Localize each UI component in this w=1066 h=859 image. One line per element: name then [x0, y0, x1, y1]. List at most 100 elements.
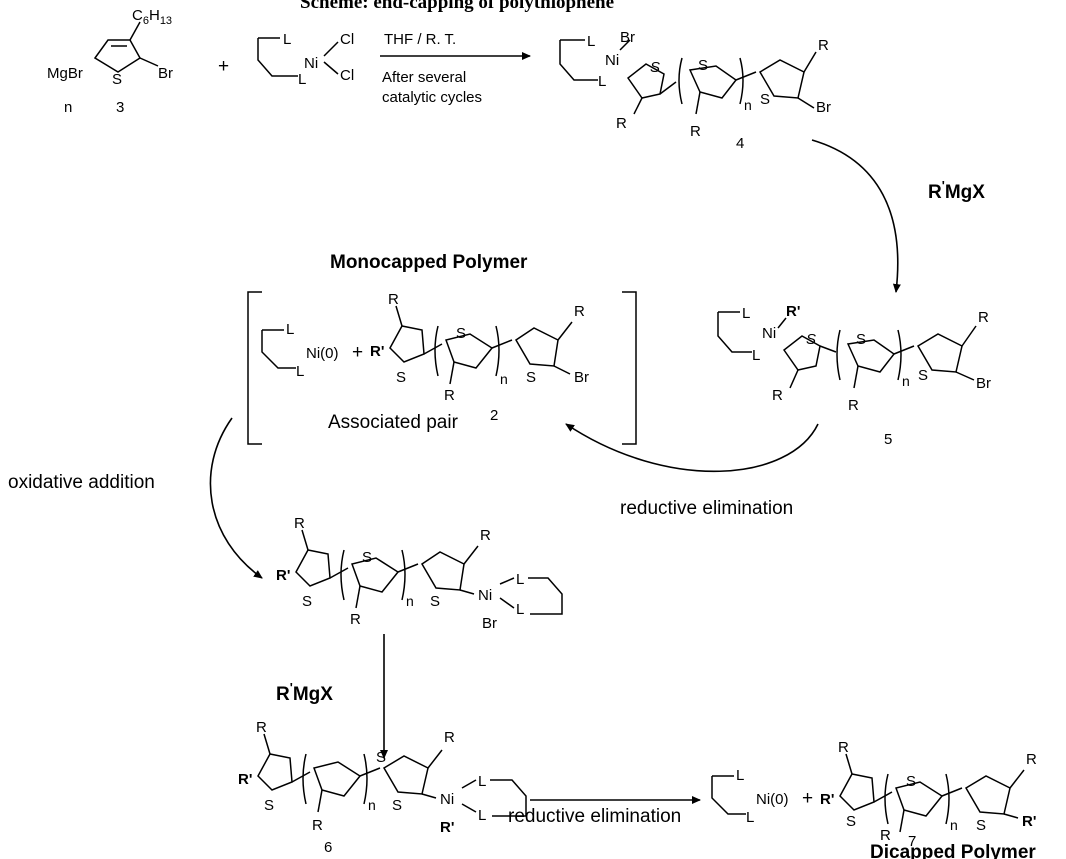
svg-text:R: R [690, 123, 701, 140]
svg-text:L: L [283, 31, 291, 48]
svg-text:R': R' [786, 303, 800, 320]
svg-text:L: L [478, 773, 486, 790]
svg-text:Br: Br [482, 615, 497, 632]
svg-text:Br: Br [574, 369, 589, 386]
svg-text:L: L [516, 571, 524, 588]
note-line-2: catalytic cycles [382, 89, 482, 106]
svg-text:S: S [846, 813, 856, 830]
svg-text:R': R' [820, 791, 834, 808]
svg-text:R: R [480, 527, 491, 544]
svg-text:R': R' [276, 567, 290, 584]
svg-text:R: R [294, 515, 305, 532]
ni-label: Ni [304, 55, 318, 72]
svg-text:R: R [818, 37, 829, 54]
ni-catalyst: L L Ni Cl Cl [257, 31, 354, 88]
svg-text:S: S [456, 325, 466, 342]
svg-text:Br: Br [620, 29, 635, 46]
svg-text:R: R [848, 397, 859, 414]
svg-text:S: S [396, 369, 406, 386]
svg-text:R: R [838, 739, 849, 756]
svg-text:S: S [526, 369, 536, 386]
svg-text:n: n [368, 797, 376, 813]
oxidative-addition-product: R' S R S R n S R Ni Br L L [276, 515, 563, 632]
svg-text:R': R' [1022, 813, 1036, 830]
svg-text:Ni: Ni [762, 325, 776, 342]
arrow-oxidative-addition [209, 417, 263, 579]
mgbr-label: MgBr [47, 65, 83, 82]
svg-text:L: L [598, 73, 606, 90]
grignard-reagent-2: R'MgX [276, 680, 333, 705]
svg-text:R: R [388, 291, 399, 308]
compound-number-3: 3 [116, 99, 124, 116]
svg-text:R: R [880, 827, 891, 844]
svg-text:Ni: Ni [440, 791, 454, 808]
svg-text:S: S [806, 331, 816, 348]
svg-text:L: L [736, 767, 744, 784]
s-label: S [112, 71, 122, 88]
ni0-fragment-bracket: L L Ni(0) + [261, 321, 363, 380]
reaction-arrow-1: THF / R. T. After several catalytic cycl… [380, 31, 531, 106]
compound-number-6: 6 [324, 839, 332, 856]
arrow-5-to-2 [565, 423, 819, 473]
compound-4: L L Ni Br S R S R n S R Br 4 [559, 29, 831, 152]
svg-text:+: + [802, 788, 813, 809]
svg-text:L: L [296, 363, 304, 380]
svg-text:L: L [587, 33, 595, 50]
svg-text:R: R [350, 611, 361, 628]
svg-text:Ni(0): Ni(0) [756, 791, 789, 808]
n-label: n [64, 99, 72, 116]
arrow-4-to-5 [811, 139, 901, 293]
svg-text:L: L [286, 321, 294, 338]
svg-text:R': R' [440, 819, 454, 836]
svg-text:n: n [744, 97, 752, 113]
note-line-1: After several [382, 69, 466, 86]
associated-pair-label: Associated pair [328, 412, 459, 433]
svg-text:S: S [264, 797, 274, 814]
svg-text:S: S [698, 57, 708, 74]
svg-text:+: + [352, 342, 363, 363]
svg-text:R: R [444, 387, 455, 404]
compound-7: R' S R S R n S R R' 7 [820, 739, 1037, 850]
svg-text:R: R [1026, 751, 1037, 768]
svg-text:S: S [856, 331, 866, 348]
svg-text:L: L [752, 347, 760, 364]
svg-text:n: n [902, 373, 910, 389]
plus-sign: + [218, 56, 229, 77]
svg-text:L: L [478, 807, 486, 824]
svg-text:R: R [312, 817, 323, 834]
svg-text:S: S [302, 593, 312, 610]
svg-text:R': R' [238, 771, 252, 788]
svg-text:S: S [430, 593, 440, 610]
svg-text:n: n [406, 593, 414, 609]
reductive-elimination-label-1: reductive elimination [620, 498, 793, 519]
dicapped-label: Dicapped Polymer [870, 842, 1036, 859]
svg-text:S: S [976, 817, 986, 834]
monomer-3: C6H13 MgBr S Br n 3 [47, 7, 173, 116]
svg-text:S: S [760, 91, 770, 108]
svg-text:Ni: Ni [605, 52, 619, 69]
conditions-label: THF / R. T. [384, 31, 456, 48]
compound-5: L L Ni R' S R S R n S R Br 5 [717, 303, 991, 448]
right-bracket [622, 291, 637, 445]
svg-text:Br: Br [816, 99, 831, 116]
title-fragment: Scheme: end-capping of polythiophene [300, 0, 614, 13]
svg-text:n: n [500, 371, 508, 387]
svg-text:Ni: Ni [478, 587, 492, 604]
svg-text:R: R [444, 729, 455, 746]
svg-text:L: L [298, 71, 306, 88]
svg-text:S: S [392, 797, 402, 814]
compound-2: R' S R S R n S R Br [370, 291, 589, 404]
svg-text:S: S [650, 59, 660, 76]
svg-text:L: L [516, 601, 524, 618]
ni0-fragment-bottom: L L Ni(0) + [711, 767, 813, 826]
svg-text:R: R [574, 303, 585, 320]
compound-number-5: 5 [884, 431, 892, 448]
c6h13-label: C6H13 [132, 7, 172, 27]
svg-text:S: S [376, 749, 386, 766]
grignard-reagent-1: R'MgX [928, 178, 985, 203]
svg-text:S: S [918, 367, 928, 384]
svg-text:Br: Br [976, 375, 991, 392]
svg-text:Cl: Cl [340, 31, 354, 48]
compound-number-7: 7 [908, 833, 916, 850]
